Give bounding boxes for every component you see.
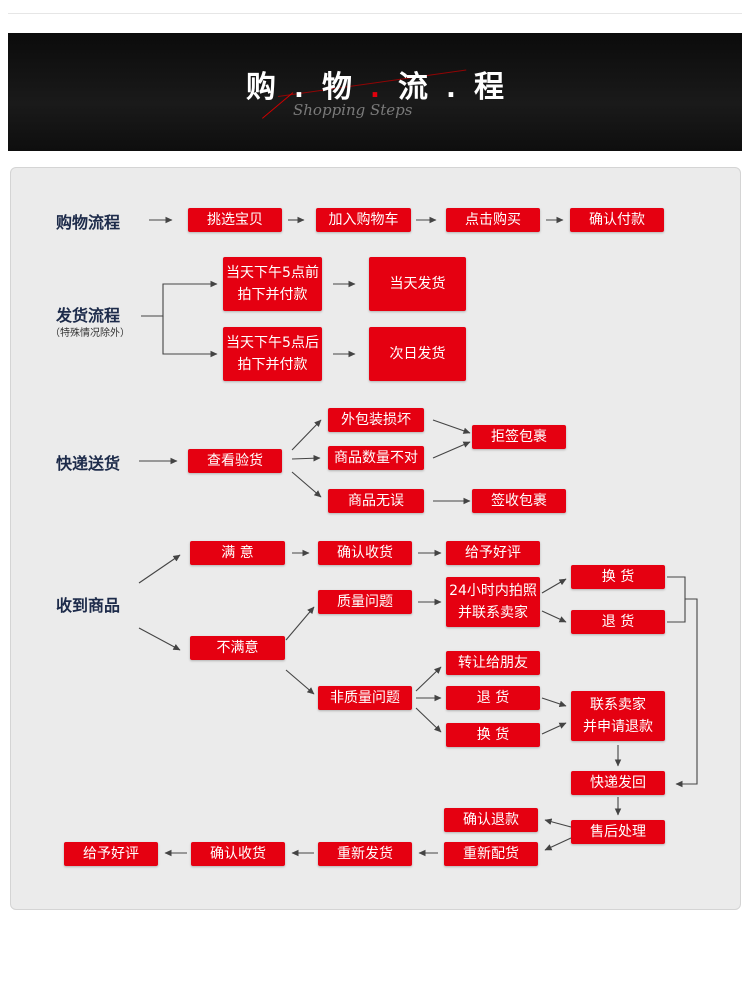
receive-reconfig: 重新配货 (444, 842, 538, 866)
step-click-buy: 点击购买 (446, 208, 540, 232)
receive-confirm: 确认收货 (318, 541, 412, 565)
receive-non-quality: 非质量问题 (318, 686, 412, 710)
receive-praise: 给予好评 (446, 541, 540, 565)
section-shipping-label: 发货流程 (56, 306, 121, 325)
receive-return-2: 退 货 (446, 686, 540, 710)
ship-next-day: 次日发货 (369, 327, 466, 381)
receive-confirm-refund: 确认退款 (444, 808, 538, 832)
ship-after-line1: 当天下午5点后 (226, 335, 319, 351)
receive-exchange-2: 换 货 (446, 723, 540, 747)
receive-unsatisfied: 不满意 (190, 636, 285, 660)
banner-char: 购 (246, 70, 276, 105)
banner-char: 物 (322, 70, 352, 105)
delivery-wrong-qty: 商品数量不对 (328, 446, 424, 470)
receive-praise-2: 给予好评 (64, 842, 158, 866)
banner-title: 购.物.流.程 (0, 62, 750, 106)
delivery-damaged: 外包装损坏 (328, 408, 424, 432)
step-add-to-cart: 加入购物车 (316, 208, 411, 232)
ship-after-5pm: 当天下午5点后 拍下并付款 (223, 327, 322, 381)
top-divider (8, 13, 742, 14)
ship-before-line1: 当天下午5点前 (226, 265, 319, 281)
section-receive-label: 收到商品 (56, 596, 121, 615)
delivery-reject: 拒签包裹 (472, 425, 566, 449)
delivery-inspect: 查看验货 (188, 449, 282, 473)
header-banner (8, 33, 742, 151)
ship-same-day: 当天发货 (369, 257, 466, 311)
receive-after-sales: 售后处理 (571, 820, 665, 844)
receive-satisfied: 满 意 (190, 541, 285, 565)
refund-line1: 联系卖家 (590, 697, 646, 713)
ship-after-line2: 拍下并付款 (237, 357, 308, 373)
shipping-note: （特殊情况除外） (50, 328, 130, 339)
receive-apply-refund: 联系卖家 并申请退款 (571, 691, 665, 741)
ship-before-5pm: 当天下午5点前 拍下并付款 (223, 257, 322, 311)
receive-ship-back: 快递发回 (571, 771, 665, 795)
refund-line2: 并申请退款 (583, 719, 653, 735)
receive-exchange: 换 货 (571, 565, 665, 589)
ship-before-line2: 拍下并付款 (237, 287, 308, 303)
step-select-item: 挑选宝贝 (188, 208, 282, 232)
receive-quality-issue: 质量问题 (318, 590, 412, 614)
delivery-ok: 商品无误 (328, 489, 424, 513)
photo-line2: 并联系卖家 (458, 605, 528, 621)
receive-photo-contact: 24小时内拍照 并联系卖家 (446, 577, 540, 627)
receive-reship: 重新发货 (318, 842, 412, 866)
step-confirm-payment: 确认付款 (570, 208, 664, 232)
banner-char: 程 (474, 70, 504, 105)
receive-transfer: 转让给朋友 (446, 651, 540, 675)
receive-confirm-2: 确认收货 (191, 842, 285, 866)
banner-subtitle: Shopping Steps (293, 101, 413, 119)
section-purchase-label: 购物流程 (56, 213, 121, 232)
receive-return: 退 货 (571, 610, 665, 634)
delivery-sign: 签收包裹 (472, 489, 566, 513)
photo-line1: 24小时内拍照 (449, 583, 537, 599)
banner-char: 流 (398, 70, 428, 105)
section-delivery-label: 快递送货 (56, 454, 121, 473)
